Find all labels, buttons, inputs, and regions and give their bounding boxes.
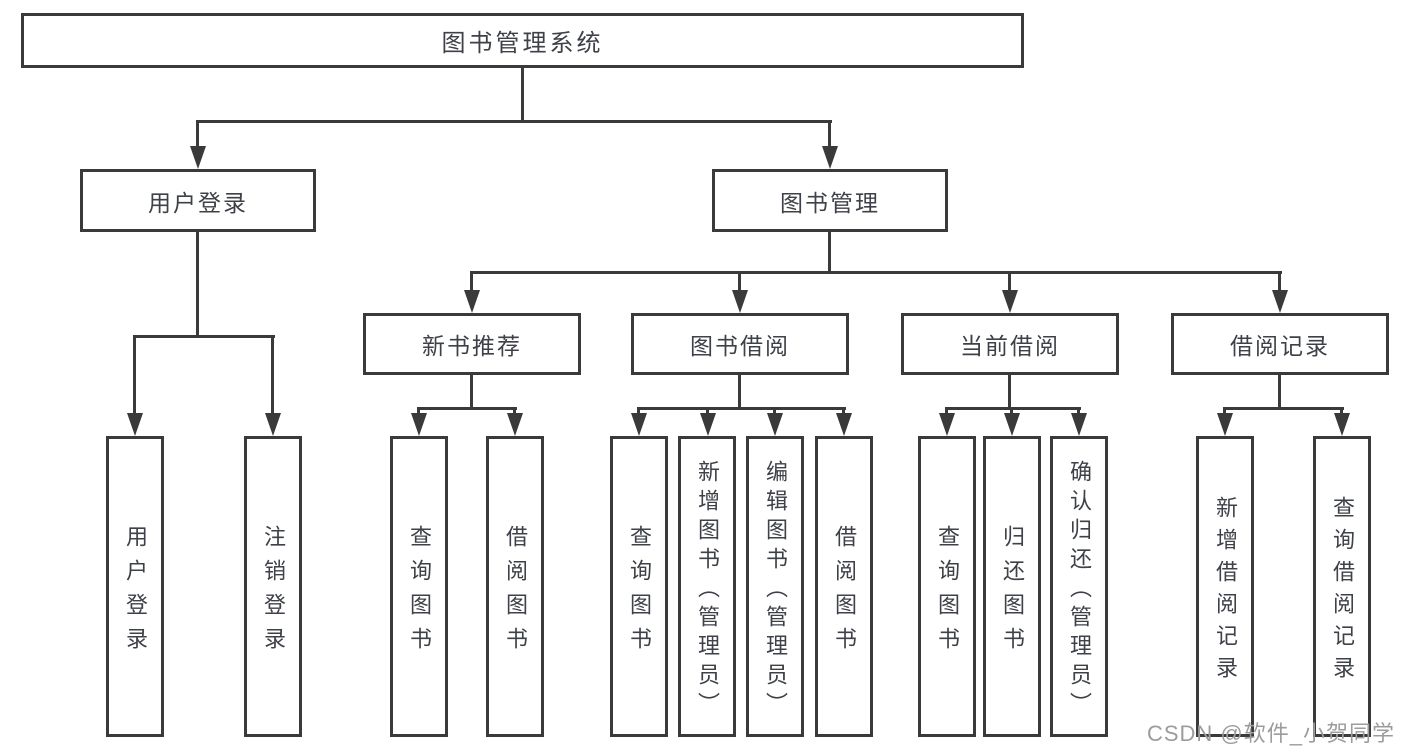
connector-vline <box>1008 375 1011 407</box>
leaf-user-login: 用户登录 <box>106 436 164 737</box>
arrow-down-icon <box>1004 413 1020 436</box>
arrow-down-icon <box>190 146 206 169</box>
connector-hline <box>133 335 275 338</box>
node-current-borrow-label: 当前借阅 <box>960 333 1060 359</box>
leaf-add-books-admin: 新增图书（管理员） <box>678 436 736 737</box>
arrow-down-icon <box>127 413 143 436</box>
leaf-recommend-query-books: 查询图书 <box>390 436 448 737</box>
leaf-confirm-return-admin-label: 确认归还（管理员） <box>1067 459 1092 721</box>
leaf-add-books-admin-label: 新增图书（管理员） <box>695 459 720 721</box>
connector-vline <box>945 407 948 414</box>
connector-hline <box>1223 407 1344 410</box>
leaf-recommend-query-books-label: 查询图书 <box>407 524 432 661</box>
connector-vline <box>706 407 709 414</box>
connector-vline <box>470 375 473 407</box>
connector-vline <box>1008 271 1011 291</box>
arrow-down-icon <box>822 146 838 169</box>
node-book-borrow-label: 图书借阅 <box>690 333 790 359</box>
arrow-down-icon <box>732 290 748 313</box>
leaf-recommend-borrow-books-label: 借阅图书 <box>503 524 528 661</box>
arrow-down-icon <box>1002 290 1018 313</box>
leaf-return-books: 归还图书 <box>983 436 1041 737</box>
leaf-query-borrow-record-label: 查询借阅记录 <box>1330 495 1355 688</box>
node-root: 图书管理系统 <box>21 13 1024 68</box>
connector-vline <box>773 407 776 414</box>
connector-hline <box>470 271 1282 274</box>
leaf-logout-label: 注销登录 <box>261 524 286 661</box>
arrow-down-icon <box>631 413 647 436</box>
connector-vline <box>738 271 741 291</box>
arrow-down-icon <box>265 413 281 436</box>
arrow-down-icon <box>411 413 427 436</box>
leaf-recommend-borrow-books: 借阅图书 <box>486 436 544 737</box>
node-book-borrow: 图书借阅 <box>631 313 849 375</box>
connector-vline <box>470 271 473 291</box>
connector-hline <box>417 407 517 410</box>
connector-hline <box>945 407 1081 410</box>
connector-vline <box>1278 271 1281 291</box>
connector-vline <box>828 232 831 271</box>
connector-vline <box>1077 407 1080 414</box>
arrow-down-icon <box>1217 413 1233 436</box>
node-current-borrow: 当前借阅 <box>901 313 1119 375</box>
arrow-down-icon <box>1334 413 1350 436</box>
connector-hline <box>196 120 832 123</box>
leaf-add-borrow-record: 新增借阅记录 <box>1196 436 1254 737</box>
leaf-user-login-label: 用户登录 <box>123 524 148 661</box>
arrow-down-icon <box>836 413 852 436</box>
leaf-add-borrow-record-label: 新增借阅记录 <box>1213 495 1238 688</box>
leaf-edit-books-admin-label: 编辑图书（管理员） <box>763 459 788 721</box>
arrow-down-icon <box>507 413 523 436</box>
leaf-edit-books-admin: 编辑图书（管理员） <box>746 436 804 737</box>
arrow-down-icon <box>464 290 480 313</box>
connector-vline <box>1010 407 1013 414</box>
arrow-down-icon <box>1272 290 1288 313</box>
connector-vline <box>637 407 640 414</box>
connector-vline <box>417 407 420 414</box>
arrow-down-icon <box>700 413 716 436</box>
connector-vline <box>271 335 274 414</box>
connector-vline <box>196 232 199 335</box>
leaf-current-query-books-label: 查询图书 <box>935 524 960 661</box>
leaf-borrow-query-books-label: 查询图书 <box>627 524 652 661</box>
connector-vline <box>738 375 741 407</box>
node-user-login-label: 用户登录 <box>148 189 248 216</box>
node-borrow-records-label: 借阅记录 <box>1230 333 1330 359</box>
arrow-down-icon <box>939 413 955 436</box>
connector-vline <box>513 407 516 414</box>
node-book-management-label: 图书管理 <box>780 189 880 216</box>
node-borrow-records: 借阅记录 <box>1171 313 1389 375</box>
leaf-borrow-query-books: 查询图书 <box>610 436 668 737</box>
node-new-book-recommend-label: 新书推荐 <box>422 333 522 359</box>
node-new-book-recommend: 新书推荐 <box>363 313 581 375</box>
leaf-borrow-borrow-books: 借阅图书 <box>815 436 873 737</box>
connector-vline <box>521 68 524 120</box>
connector-vline <box>1340 407 1343 414</box>
arrow-down-icon <box>767 413 783 436</box>
leaf-current-query-books: 查询图书 <box>918 436 976 737</box>
leaf-query-borrow-record: 查询借阅记录 <box>1313 436 1371 737</box>
leaf-borrow-borrow-books-label: 借阅图书 <box>832 524 857 661</box>
connector-vline <box>1278 375 1281 407</box>
arrow-down-icon <box>1071 413 1087 436</box>
connector-vline <box>828 120 831 146</box>
connector-hline <box>637 407 846 410</box>
node-book-management: 图书管理 <box>712 169 948 232</box>
connector-vline <box>196 120 199 146</box>
node-root-label: 图书管理系统 <box>441 30 604 57</box>
watermark: CSDN @软件_小贺同学 <box>1146 721 1395 746</box>
leaf-confirm-return-admin: 确认归还（管理员） <box>1050 436 1108 737</box>
leaf-logout: 注销登录 <box>244 436 302 737</box>
connector-vline <box>842 407 845 414</box>
node-user-login: 用户登录 <box>80 169 316 232</box>
leaf-return-books-label: 归还图书 <box>1000 524 1025 661</box>
connector-vline <box>1223 407 1226 414</box>
connector-vline <box>133 335 136 414</box>
